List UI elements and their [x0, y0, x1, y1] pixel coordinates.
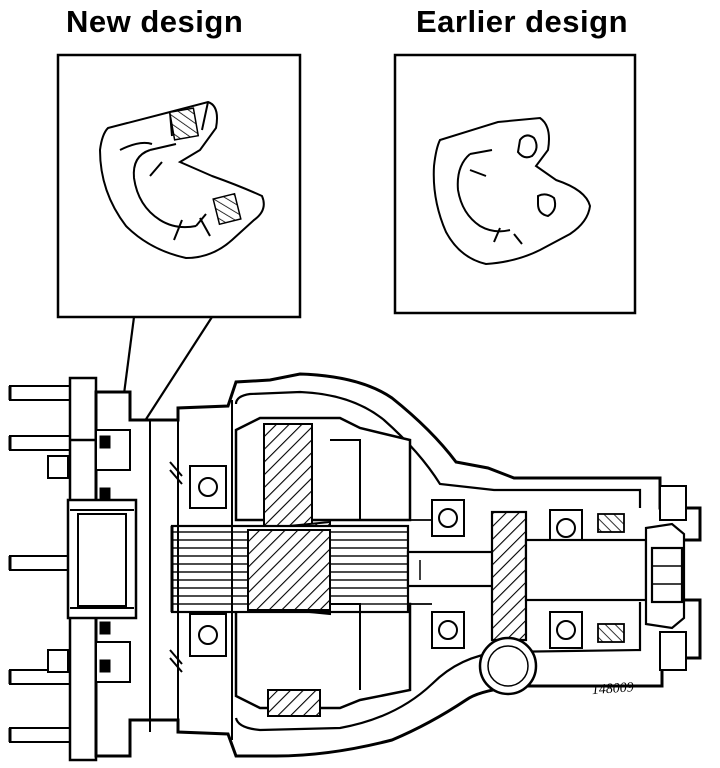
- new-design-insert-lower: [212, 192, 242, 226]
- pinion-gear: [490, 510, 528, 642]
- earlier-design-panel: [393, 53, 637, 315]
- new-design-heading: New design: [66, 4, 244, 39]
- mounting-studs: [8, 385, 73, 743]
- pinion-shaft: [524, 538, 648, 602]
- right-bearings: [431, 499, 583, 649]
- earlier-design-bracket: [432, 116, 592, 266]
- output-shaft: [406, 550, 500, 588]
- differential-assembly: [8, 372, 702, 762]
- earlier-design-heading: Earlier design: [416, 4, 629, 39]
- ring-gear-upper: [263, 423, 313, 533]
- pinion-nut: [650, 546, 684, 604]
- inner-housing: [234, 390, 642, 732]
- new-design-insert-upper: [168, 107, 200, 141]
- new-design-panel: [56, 53, 302, 319]
- left-bearings: [169, 461, 227, 673]
- ring-gear-lower: [267, 689, 321, 717]
- nuts: [47, 455, 69, 673]
